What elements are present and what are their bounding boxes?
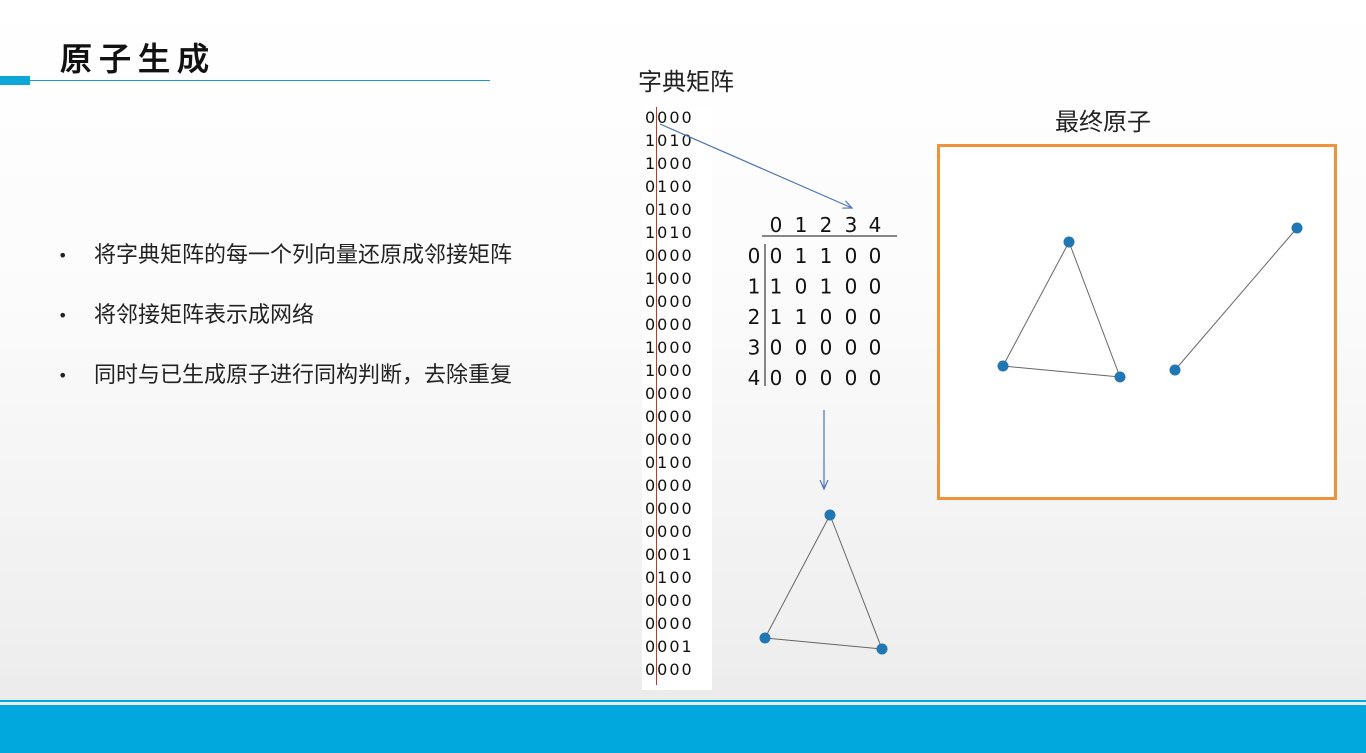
dictionary-label: 字典矩阵 xyxy=(638,68,734,96)
matrix-cell: 1 xyxy=(820,275,833,299)
bullet-text: 将字典矩阵的每一个列向量还原成邻接矩阵 xyxy=(94,243,513,268)
column-to-matrix-arrow xyxy=(659,123,852,208)
matrix-row-header: 1 xyxy=(748,275,761,299)
matrix-cell: 1 xyxy=(795,244,808,268)
atom-edge xyxy=(1002,365,1121,378)
bullet-dot: • xyxy=(58,366,68,385)
network-node xyxy=(759,632,771,644)
matrix-cell: 0 xyxy=(770,336,783,360)
matrix-cell: 0 xyxy=(770,244,783,268)
matrix-cell: 0 xyxy=(795,275,808,299)
matrix-cell: 1 xyxy=(795,305,808,329)
matrix-col-header: 1 xyxy=(795,213,808,237)
selected-column-marker xyxy=(656,107,657,685)
matrix-col-header: 4 xyxy=(869,213,882,237)
bullet-item: • 将字典矩阵的每一个列向量还原成邻接矩阵 xyxy=(58,240,568,271)
matrix-cell: 0 xyxy=(820,366,833,390)
matrix-row-header: 3 xyxy=(748,336,761,360)
atom-edge xyxy=(1002,241,1070,367)
matrix-row-header: 0 xyxy=(748,244,761,268)
atom-node xyxy=(1063,236,1075,248)
matrix-cell: 0 xyxy=(845,244,858,268)
matrix-col-header: 3 xyxy=(845,213,858,237)
bullet-text: 将邻接矩阵表示成网络 xyxy=(94,303,315,328)
matrix-cell: 0 xyxy=(869,244,882,268)
bullet-item: • 同时与已生成原子进行同构判断，去除重复 xyxy=(58,360,568,391)
bullet-list: • 将字典矩阵的每一个列向量还原成邻接矩阵 • 将邻接矩阵表示成网络 • 同时与已生成… xyxy=(58,240,568,420)
matrix-cell: 0 xyxy=(820,305,833,329)
network-edge xyxy=(764,637,883,650)
network-edge xyxy=(764,514,831,639)
atom-node xyxy=(1169,364,1181,376)
matrix-cell: 1 xyxy=(770,275,783,299)
network-node xyxy=(876,643,888,655)
generated-network xyxy=(759,509,888,655)
bullet-dot: • xyxy=(58,246,68,265)
matrix-cell: 0 xyxy=(869,275,882,299)
matrix-cell: 0 xyxy=(845,305,858,329)
final-atom-network xyxy=(997,222,1303,383)
matrix-cell: 0 xyxy=(869,336,882,360)
matrix-row-header: 2 xyxy=(748,305,761,329)
footer-rule xyxy=(0,700,1366,702)
matrix-cell: 0 xyxy=(795,366,808,390)
dictionary-matrix xyxy=(642,106,712,690)
matrix-col-header: 0 xyxy=(770,213,783,237)
matrix-cell: 0 xyxy=(820,336,833,360)
title-underline xyxy=(30,80,490,81)
matrix-cell: 0 xyxy=(770,366,783,390)
network-node xyxy=(824,509,836,521)
bullet-dot: • xyxy=(58,306,68,325)
network-edge xyxy=(829,514,883,650)
matrix-cell: 0 xyxy=(845,366,858,390)
matrix-col-header: 2 xyxy=(820,213,833,237)
matrix-row-header: 4 xyxy=(748,366,761,390)
slide-title: 原子生成 xyxy=(60,40,217,78)
final-atom-label: 最终原子 xyxy=(1055,108,1151,136)
atom-node xyxy=(1291,222,1303,234)
bullet-text: 同时与已生成原子进行同构判断，去除重复 xyxy=(94,363,513,388)
atom-node xyxy=(997,360,1009,372)
matrix-cell: 0 xyxy=(869,366,882,390)
matrix-cell: 0 xyxy=(795,336,808,360)
footer-band xyxy=(0,705,1366,753)
atom-edge xyxy=(1174,227,1298,371)
final-atom-box xyxy=(937,144,1337,500)
matrix-cell: 1 xyxy=(820,244,833,268)
matrix-cell: 0 xyxy=(869,305,882,329)
matrix-cell: 0 xyxy=(845,336,858,360)
atom-node xyxy=(1114,371,1126,383)
matrix-cell: 0 xyxy=(845,275,858,299)
atom-edge xyxy=(1068,241,1121,378)
matrix-cell: 1 xyxy=(770,305,783,329)
bullet-item: • 将邻接矩阵表示成网络 xyxy=(58,300,568,331)
title-accent-bar xyxy=(0,76,30,85)
